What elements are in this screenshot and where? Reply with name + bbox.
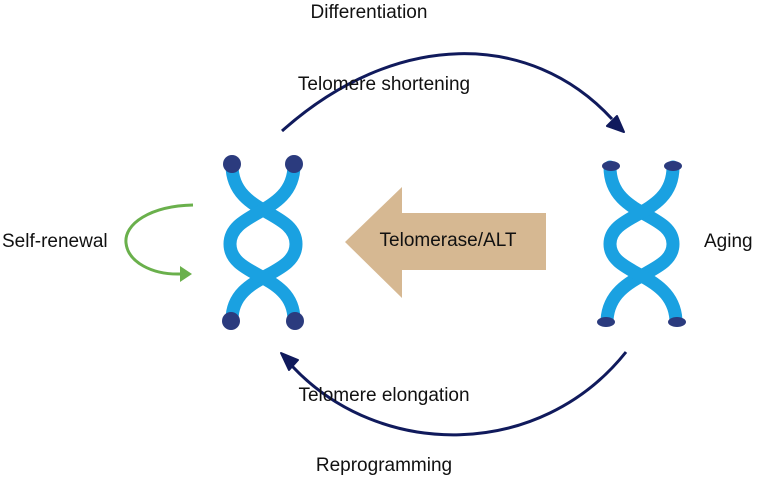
telomere-cap xyxy=(668,317,686,327)
telomere-cap xyxy=(286,312,304,330)
telomere-cap xyxy=(602,161,620,171)
aging-label: Aging xyxy=(704,231,753,252)
telomere-cap xyxy=(597,317,615,327)
telomere-cap xyxy=(223,155,241,173)
self-renewal-label: Self-renewal xyxy=(2,231,108,252)
chromosome-long-telomeres-icon xyxy=(222,155,304,330)
telomere-cap xyxy=(285,155,303,173)
telomere-shortening-label: Telomere shortening xyxy=(297,74,471,95)
telomere-cap xyxy=(222,312,240,330)
chromosome-short-telomeres-icon xyxy=(597,160,686,327)
telomerase-alt-label: Telomerase/ALT xyxy=(379,230,517,251)
self-renewal-arrow xyxy=(124,203,194,282)
telomere-cap xyxy=(664,161,682,171)
telomere-elongation-label: Telomere elongation xyxy=(298,385,470,406)
reprogramming-arrow xyxy=(280,351,628,437)
differentiation-arrow xyxy=(281,52,625,133)
differentiation-label: Differentiation xyxy=(310,2,428,23)
telomerase-alt-arrow xyxy=(345,187,546,298)
reprogramming-label: Reprogramming xyxy=(315,455,453,476)
